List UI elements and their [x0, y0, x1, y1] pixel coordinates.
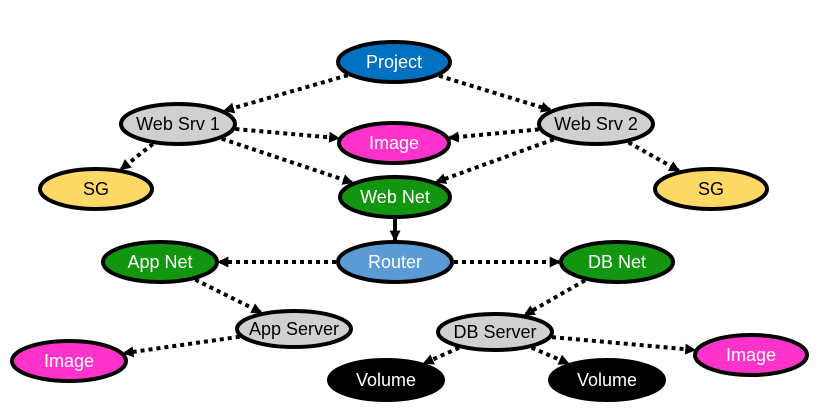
edge-appserver-to-image_left [122, 334, 240, 358]
node-image-top[interactable]: Image [337, 121, 451, 165]
edge-appnet-to-appserver [194, 277, 263, 315]
edge-websrv2-to-webnet [434, 137, 555, 184]
node-web-srv-2[interactable]: Web Srv 2 [537, 102, 655, 146]
node-db-server[interactable]: DB Server [436, 312, 554, 352]
edge-websrv2-to-image_top [447, 127, 539, 143]
node-image-right[interactable]: Image [693, 333, 809, 377]
node-db-net-shape [559, 240, 675, 284]
node-image-top-shape [337, 121, 451, 165]
node-volume-2[interactable]: Volume [548, 358, 666, 402]
node-web-net[interactable]: Web Net [338, 175, 452, 219]
node-app-net-label: App Net [127, 252, 192, 272]
node-volume-2-shape [548, 358, 666, 402]
edge-project-to-websrv1 [223, 73, 349, 114]
node-db-net[interactable]: DB Net [559, 240, 675, 284]
edge-dbserver-to-image_right [551, 335, 697, 355]
edge-dbnet-to-dbserver [523, 278, 587, 317]
node-app-server[interactable]: App Server [235, 309, 353, 349]
node-db-server-shape [436, 312, 554, 352]
node-web-net-shape [338, 175, 452, 219]
edges-layer [119, 73, 697, 366]
edge-websrv1-to-image_top [235, 127, 341, 143]
node-router-shape [336, 240, 454, 284]
node-web-net-label: Web Net [360, 187, 430, 207]
node-image-left-label: Image [44, 351, 94, 371]
node-image-right-shape [693, 333, 809, 377]
node-volume-1-label: Volume [356, 370, 416, 390]
node-sg-left-label: SG [83, 179, 109, 199]
node-image-top-label: Image [369, 133, 419, 153]
nodes-layer: Project Web Srv 1 Web Srv 2 Image SG SG [10, 40, 809, 402]
node-router[interactable]: Router [336, 240, 454, 284]
node-app-net-shape [101, 240, 219, 284]
edge-dbserver-to-volume1 [422, 346, 460, 366]
edge-dbserver-to-volume2 [530, 345, 570, 366]
edge-websrv1-to-sg_left [119, 142, 155, 171]
node-app-server-label: App Server [249, 319, 339, 339]
edge-project-to-websrv2 [438, 73, 553, 113]
node-image-left-shape [10, 339, 128, 383]
node-app-net[interactable]: App Net [101, 240, 219, 284]
node-image-right-label: Image [726, 345, 776, 365]
node-db-server-label: DB Server [453, 322, 536, 342]
node-router-label: Router [368, 252, 422, 272]
node-db-net-label: DB Net [588, 252, 646, 272]
node-sg-right-label: SG [698, 179, 724, 199]
node-project[interactable]: Project [336, 40, 452, 84]
node-volume-1[interactable]: Volume [327, 358, 445, 402]
node-app-server-shape [235, 309, 353, 349]
edge-websrv1-to-webnet [221, 136, 354, 185]
node-web-srv-1-shape [119, 102, 237, 146]
node-volume-2-label: Volume [577, 370, 637, 390]
edge-websrv2-to-sg_right [627, 140, 681, 173]
node-web-srv-2-label: Web Srv 2 [554, 114, 638, 134]
node-web-srv-2-shape [537, 102, 655, 146]
node-sg-right[interactable]: SG [653, 167, 769, 211]
node-volume-1-shape [327, 358, 445, 402]
node-web-srv-1-label: Web Srv 1 [136, 114, 220, 134]
node-sg-left[interactable]: SG [38, 167, 154, 211]
node-project-label: Project [366, 52, 422, 72]
node-project-shape [336, 40, 452, 84]
node-web-srv-1[interactable]: Web Srv 1 [119, 102, 237, 146]
node-sg-right-shape [653, 167, 769, 211]
node-sg-left-shape [38, 167, 154, 211]
node-image-left[interactable]: Image [10, 339, 128, 383]
